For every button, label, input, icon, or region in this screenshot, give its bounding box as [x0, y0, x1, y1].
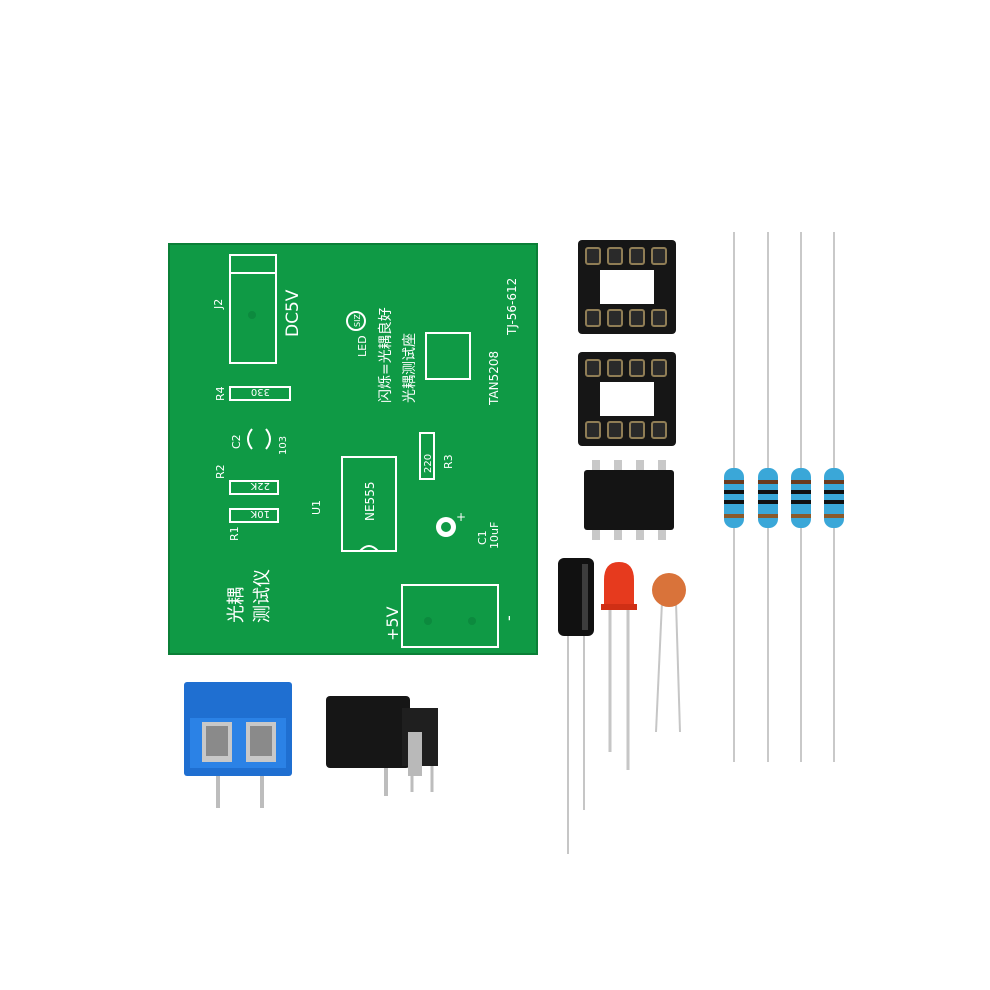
r2-outline [229, 480, 279, 495]
r4-value: 330 [251, 386, 270, 397]
electrolytic-capacitor [556, 558, 600, 858]
r3-value: 220 [423, 454, 434, 473]
r2-label: R2 [214, 464, 227, 479]
resistor [791, 468, 811, 528]
terminal-block [184, 682, 294, 812]
svg-text:+: + [456, 510, 466, 524]
ne555-outline [341, 456, 397, 552]
dc5v-label: DC5V [283, 289, 303, 337]
power-terminal-outline [401, 584, 499, 648]
r4-label: R4 [214, 386, 227, 401]
dc-jack [326, 696, 442, 800]
j2-label: J2 [212, 299, 225, 310]
c2-label: C2 [230, 434, 243, 449]
r1-label: R1 [228, 526, 241, 541]
resistor-set [718, 232, 858, 772]
pcb-board: J2 DC5V SIZ LED 闪烁=光耦良好 光耦测试座 TAN5208 TJ… [168, 243, 538, 655]
socket-note: 光耦测试座 [402, 333, 418, 403]
title-line1: 光耦 [226, 587, 247, 623]
minus-label: - [499, 615, 518, 621]
model-label: TAN5208 [487, 351, 501, 406]
led-mark: SIZ [353, 314, 362, 327]
resistor [824, 468, 844, 528]
u1-label: U1 [310, 500, 323, 515]
resistor [758, 468, 778, 528]
r3-label: R3 [442, 454, 455, 469]
plus5v-label: +5V [383, 606, 402, 641]
ne555-label: NE555 [363, 482, 377, 521]
ceramic-capacitor [650, 572, 690, 736]
r1-outline [229, 508, 279, 523]
led-note: 闪烁=光耦良好 [378, 307, 394, 403]
title-line2: 测试仪 [252, 569, 273, 623]
c1-label: C1 [476, 530, 489, 545]
optocoupler-socket-outline [425, 332, 471, 380]
ic-socket [578, 240, 678, 336]
ne555-chip [582, 460, 678, 542]
r2-value: 22K [250, 480, 270, 491]
ic-socket [578, 352, 678, 448]
led-footprint [346, 311, 366, 331]
led-label: LED [356, 335, 369, 357]
red-led [600, 562, 640, 774]
resistor [724, 468, 744, 528]
c2-outline [247, 428, 271, 450]
r4-outline [229, 386, 291, 401]
c2-value: 103 [278, 436, 289, 455]
code-label: TJ-56-612 [505, 278, 519, 336]
r3-outline [419, 432, 435, 480]
j2-outline [229, 254, 277, 364]
c1-value: 10uF [488, 522, 501, 549]
r1-value: 10K [250, 508, 270, 519]
